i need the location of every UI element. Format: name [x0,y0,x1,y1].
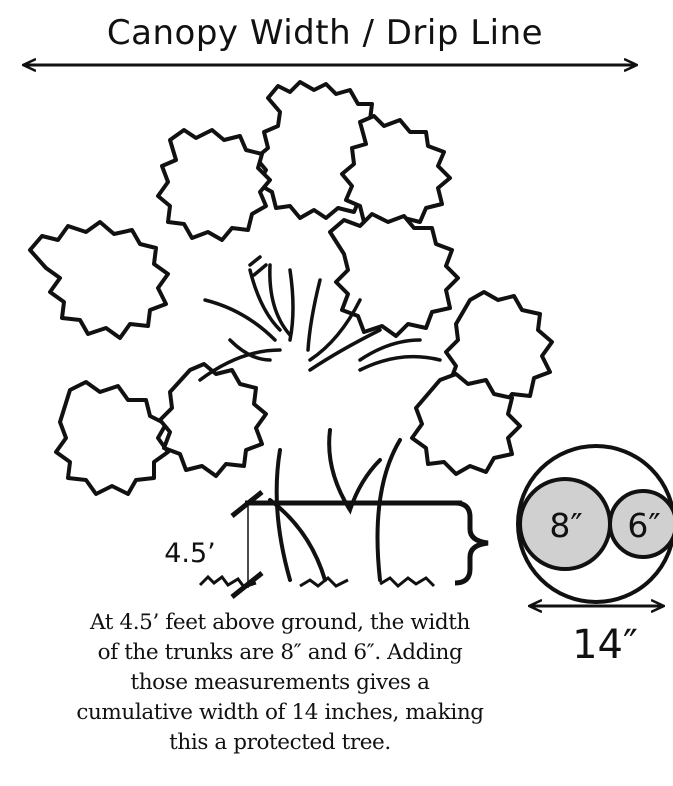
trunk-6-inch-label: 6″ [627,506,660,545]
caption-line: At 4.5’ feet above ground, the width [0,608,560,638]
total-width-label: 14″ [572,622,638,668]
explanation-caption: At 4.5’ feet above ground, the width of … [0,608,560,758]
height-tick-bottom [232,573,262,597]
caption-line: this a protected tree. [0,728,560,758]
caption-line: of the trunks are 8″ and 6″. Adding [0,638,560,668]
trunk-bracket [455,503,488,583]
caption-line: those measurements gives a [0,668,560,698]
caption-line: cumulative width of 14 inches, making [0,698,560,728]
trunk-8-inch-label: 8″ [549,506,582,545]
ground-grass-illustration [200,577,434,587]
diagram-title: Canopy Width / Drip Line [107,13,543,53]
height-label: 4.5’ [164,538,216,569]
